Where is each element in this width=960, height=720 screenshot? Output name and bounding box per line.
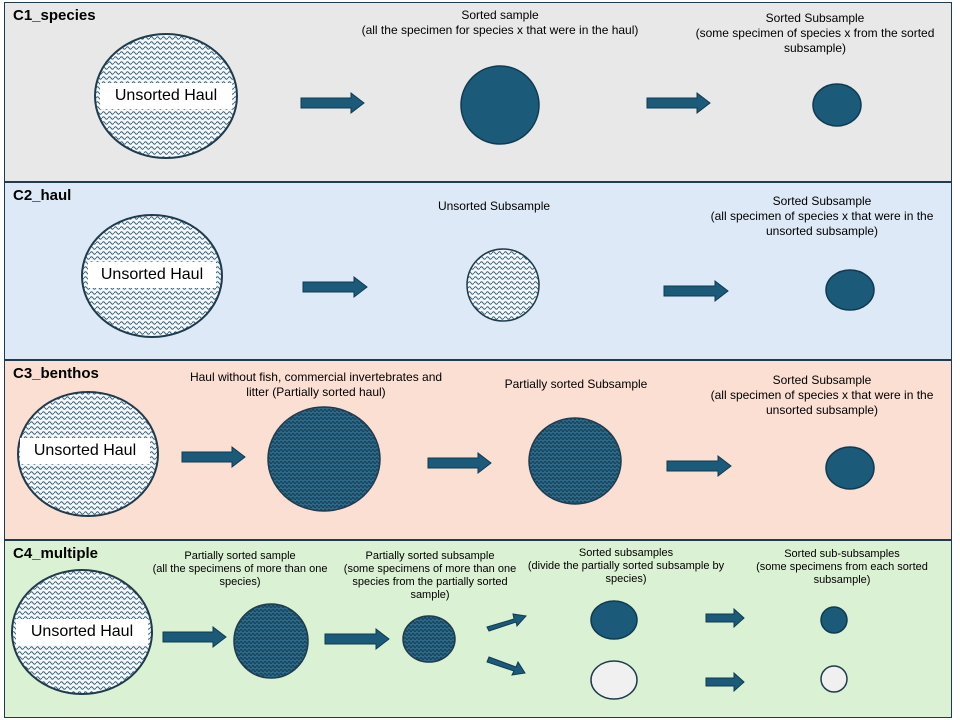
flow-arrow xyxy=(663,279,729,303)
flow-arrow xyxy=(705,607,745,629)
label-line: Sorted sample (all the specimen for spec… xyxy=(361,8,639,37)
sorted-subsample-label: Sorted Subsample (all specimen of specie… xyxy=(692,373,952,418)
partially-sorted-haul-label: Haul without fish, commercial invertebra… xyxy=(189,370,443,399)
sorted-sample-label: Sorted sample (all the specimen for spec… xyxy=(360,8,640,38)
partially-sorted-sample-label: Partially sorted sample (all the specime… xyxy=(144,550,336,589)
flow-arrow xyxy=(646,91,711,115)
unsorted-haul-label: Unsorted Haul xyxy=(88,262,216,288)
flow-arrow xyxy=(181,445,246,469)
partially-sorted-subsample-label: Partially sorted subsample (some specime… xyxy=(334,550,526,602)
flow-arrow xyxy=(486,613,527,632)
partially-sorted-subsample-circle xyxy=(402,615,456,663)
label-line: Sorted Subsample (all specimen of specie… xyxy=(710,194,934,238)
partially-sorted-subsample-label: Partially sorted Subsample xyxy=(504,377,648,391)
partially-sorted-sample-circle xyxy=(233,603,309,679)
label-line: Sorted Subsample (all specimen of specie… xyxy=(710,373,934,417)
label-line: Partially sorted subsample (some specime… xyxy=(343,550,517,601)
partially-sorted-subsample-circle xyxy=(528,417,622,505)
unsorted-haul-label: Unsorted Haul xyxy=(20,438,150,464)
flow-arrow xyxy=(302,275,368,299)
partially-sorted-haul-circle xyxy=(267,406,381,512)
sorted-subsample-circle xyxy=(825,269,875,311)
sorted-subsample-light-circle xyxy=(590,660,638,700)
sorted-subsamples-label: Sorted subsamples (divide the partially … xyxy=(516,547,736,586)
panel-c4-multiple: C4_multiple xyxy=(4,540,952,718)
flow-arrow xyxy=(162,625,227,649)
label-line: Partially sorted sample (all the specime… xyxy=(152,550,328,588)
sorted-subsample-circle xyxy=(825,446,875,490)
sorted-sample-circle xyxy=(460,65,540,145)
panel-title: C2_haul xyxy=(13,187,72,204)
panel-title: C4_multiple xyxy=(13,545,99,562)
flow-arrow xyxy=(300,91,365,115)
flow-arrow xyxy=(427,451,492,475)
flow-arrow xyxy=(705,671,745,693)
sorted-sub-subsamples-label: Sorted sub-subsamples (some specimens fr… xyxy=(742,548,942,587)
sorted-sub-subsample-circle xyxy=(820,606,848,634)
unsorted-subsample-label: Unsorted Subsample xyxy=(437,199,551,213)
unsorted-subsample-circle xyxy=(466,248,540,322)
label-line: Sorted sub-subsamples (some specimens fr… xyxy=(756,548,928,586)
panel-title: C3_benthos xyxy=(13,365,99,382)
flow-arrow xyxy=(666,454,732,478)
label-line: Sorted Subsample (some specimen of speci… xyxy=(695,11,935,55)
sorted-sub-subsample-light-circle xyxy=(820,665,848,693)
sorted-subsample-circle xyxy=(812,83,862,127)
unsorted-haul-label: Unsorted Haul xyxy=(100,83,232,109)
sorted-subsample-circle xyxy=(590,600,638,640)
unsorted-haul-label: Unsorted Haul xyxy=(16,619,148,645)
panel-title: C1_species xyxy=(13,7,96,24)
flow-arrow xyxy=(324,627,390,651)
label-line: Sorted subsamples (divide the partially … xyxy=(527,547,725,585)
panel-c3-benthos: C3_benthos xyxy=(4,360,952,540)
sorted-subsample-label: Sorted Subsample (some specimen of speci… xyxy=(695,11,935,56)
flow-arrow xyxy=(486,656,526,676)
sorted-subsample-label: Sorted Subsample (all specimen of specie… xyxy=(692,194,952,239)
